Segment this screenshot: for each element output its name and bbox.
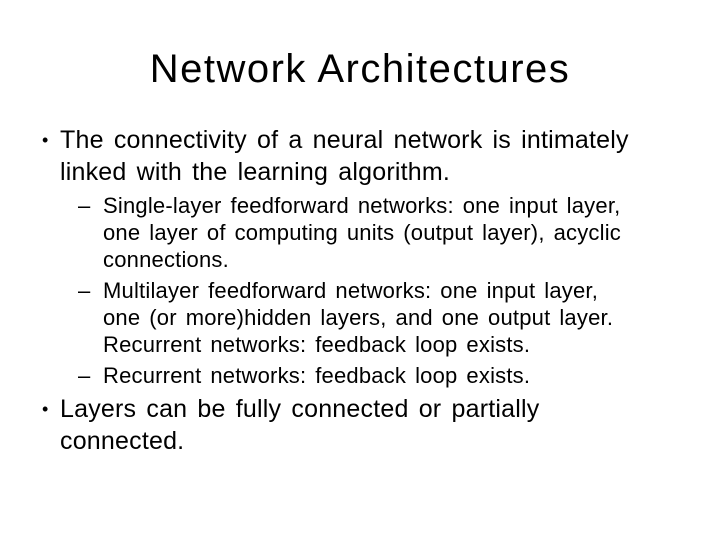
sub-bullet-item: –Single-layer feedforward networks: one … (0, 192, 720, 273)
bullet-item: • The connectivity of a neural network is… (0, 124, 720, 188)
sub-bullet-item: –Multilayer feedforward networks: one in… (0, 277, 720, 358)
text-line: one layer of computing units (output lay… (103, 220, 622, 245)
text-line: Multilayer feedforward networks: one inp… (103, 278, 599, 303)
bullet-marker-icon: • (42, 130, 49, 150)
dash-marker-icon: – (78, 193, 91, 218)
dash-marker-icon: – (78, 278, 91, 303)
sub-bullet-item: –Recurrent networks: feedback loop exist… (0, 362, 720, 389)
bullet-item: • Layers can be fully connected or partia… (0, 393, 720, 457)
bullet-marker-icon: • (42, 399, 49, 419)
bullet-list: • The connectivity of a neural network is… (0, 124, 720, 457)
text-line: one (or more)hidden layers, and one outp… (103, 305, 614, 330)
slide-title: Network Architectures (149, 47, 571, 91)
paragraph-lines: Layers can be fully connected or partial… (60, 393, 676, 457)
text-line: connections. (103, 247, 229, 272)
paragraph-lines: Single-layer feedforward networks: one i… (103, 192, 664, 273)
paragraph-lines: Recurrent networks: feedback loop exists… (103, 362, 664, 389)
text-line: connected. (60, 427, 185, 455)
text-line: Recurrent networks: feedback loop exists… (103, 363, 531, 388)
paragraph-lines: Multilayer feedforward networks: one inp… (103, 277, 664, 358)
text-line: Recurrent networks: feedback loop exists… (103, 332, 531, 357)
dash-marker-icon: – (78, 363, 91, 388)
text-line: Single-layer feedforward networks: one i… (103, 193, 621, 218)
slide-body: • The connectivity of a neural network is… (0, 124, 720, 461)
text-line: Layers can be fully connected or partial… (60, 395, 540, 423)
text-line: The connectivity of a neural network is … (60, 126, 629, 154)
paragraph-lines: The connectivity of a neural network is … (60, 124, 676, 188)
text-line: linked with the learning algorithm. (60, 158, 451, 186)
